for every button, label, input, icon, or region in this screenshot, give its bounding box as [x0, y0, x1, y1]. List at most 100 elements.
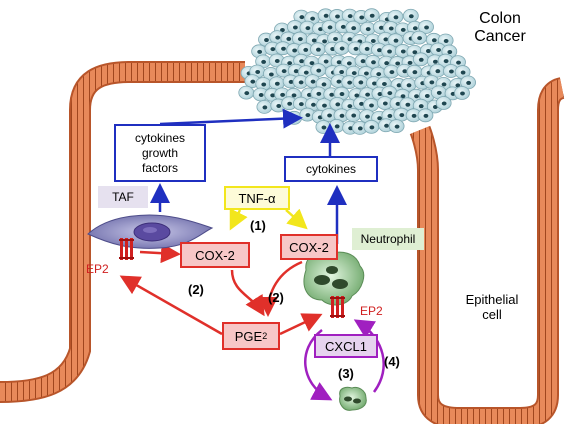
- epithelial-lining: [0, 61, 566, 424]
- tumor-cell-nucleus: [244, 91, 250, 96]
- tumor-cell-nucleus: [382, 82, 387, 87]
- tumor-cell-nucleus: [384, 123, 389, 128]
- tumor-cell-nucleus: [329, 92, 335, 97]
- tumor-cell-nucleus: [316, 68, 322, 73]
- tumor-cell-nucleus: [369, 103, 374, 108]
- tumor-cell-nucleus: [340, 24, 346, 29]
- tumor-cell-nucleus: [336, 60, 342, 65]
- cox2-left-box: COX-2: [180, 242, 250, 268]
- cytokines-growth-line3: factors: [141, 160, 178, 175]
- tumor-cell-nucleus: [327, 113, 332, 118]
- tumor-cell-nucleus: [303, 47, 309, 52]
- tumor-cell-nucleus: [443, 59, 449, 64]
- tumor-cell-nucleus: [364, 46, 370, 51]
- cox2-right-label: COX-2: [289, 239, 329, 255]
- tumor-cell-nucleus: [292, 25, 298, 30]
- arrow-cytokines-to-tumor: [159, 108, 303, 129]
- tumor-cell-nucleus: [436, 90, 442, 95]
- tumor-cell-nucleus: [372, 81, 377, 86]
- tumor-cell-nucleus: [327, 25, 333, 30]
- tumor-cell-nucleus: [347, 14, 353, 19]
- tumor-cell-nucleus: [299, 15, 305, 20]
- tumor-cell-nucleus: [280, 28, 285, 33]
- tumor-cell-nucleus: [402, 69, 408, 74]
- tumor-cell-nucleus: [299, 59, 305, 64]
- tumor-cell-nucleus: [270, 93, 276, 98]
- neutrophil-cell: [303, 251, 365, 306]
- tumor-cell-nucleus: [291, 93, 297, 98]
- tumor-cell-nucleus: [443, 38, 449, 43]
- tumor-cell-nucleus: [323, 59, 329, 64]
- tumor-cell-nucleus: [316, 47, 321, 52]
- tumor-cell-nucleus: [334, 124, 340, 129]
- tumor-cell-nucleus: [377, 116, 383, 121]
- tumor-cell-nucleus: [339, 70, 345, 75]
- tumor-cell-nucleus: [365, 27, 371, 32]
- tumor-cell-nucleus: [360, 59, 366, 64]
- tumor-cell-nucleus: [311, 38, 317, 43]
- ep2-receptor-right: [330, 296, 345, 318]
- tumor-cell-nucleus: [389, 70, 395, 75]
- tumor-cell-nucleus: [425, 49, 431, 54]
- tumor-cell-nucleus: [394, 124, 400, 129]
- tumor-cell-nucleus: [369, 125, 375, 130]
- tumor-cell-nucleus: [348, 126, 354, 131]
- tumor-cell-nucleus: [264, 38, 269, 43]
- cytokines-growth-line2: growth: [141, 145, 179, 160]
- tumor-cell-nucleus: [262, 105, 268, 110]
- tumor-cell-nucleus: [274, 59, 280, 64]
- step-1-label: (1): [250, 218, 266, 233]
- cytokines-right-label: cytokines: [305, 162, 357, 176]
- tumor-cell-nucleus: [412, 70, 418, 75]
- tumor-cell-nucleus: [250, 79, 256, 84]
- tumor-cell-nucleus: [412, 26, 418, 31]
- tumor-cell-nucleus: [261, 82, 267, 87]
- arrow-ep2-to-cox2: [139, 243, 181, 264]
- cytokines-box: cytokines: [284, 156, 378, 182]
- tumor-cell-nucleus: [335, 14, 340, 19]
- tumor-cell-nucleus: [388, 26, 394, 31]
- yellow-arrows: [229, 208, 308, 231]
- tumor-cell-nucleus: [303, 70, 309, 75]
- tnf-alpha-box: TNF-α: [224, 186, 290, 210]
- tumor-cell-nucleus: [365, 92, 371, 97]
- tumor-cell-nucleus: [441, 101, 447, 106]
- colon-cancer-title: Colon Cancer: [468, 10, 532, 46]
- tnf-alpha-label: TNF-α: [238, 190, 276, 206]
- tumor-cell-nucleus: [407, 60, 413, 65]
- tumor-cell-nucleus: [395, 61, 401, 66]
- tumor-cell-nucleus: [305, 113, 311, 118]
- cytokines-growth-factors-box: cytokines growth factors: [114, 124, 206, 182]
- tumor-cell-nucleus: [275, 35, 281, 40]
- arrow-pge2-to-ep2-right: [279, 313, 323, 336]
- tumor-cell-nucleus: [406, 83, 412, 88]
- tumor-cell-nucleus: [353, 46, 359, 51]
- tumor-cell-nucleus: [351, 113, 357, 118]
- tumor-cell-nucleus: [318, 27, 323, 32]
- step-2a-label: (2): [188, 282, 204, 297]
- tumor-cell-nucleus: [351, 71, 357, 76]
- tumor-cell-nucleus: [293, 69, 299, 74]
- tumor-cell-nucleus: [292, 48, 298, 53]
- tumor-cell-nucleus: [339, 46, 345, 51]
- title-line1: Colon: [479, 10, 521, 27]
- tumor-cell-nucleus: [418, 57, 424, 62]
- ep2-right-label: EP2: [360, 304, 383, 318]
- tumor-cell-nucleus: [364, 71, 369, 76]
- title-line2: Cancer: [474, 28, 526, 45]
- tumor-cell-nucleus: [418, 104, 424, 109]
- tumor-cell-nucleus: [276, 103, 282, 108]
- cxcl1-box: CXCL1: [314, 334, 378, 358]
- tumor-cell-nucleus: [466, 80, 472, 85]
- tumor-cell-nucleus: [417, 36, 422, 41]
- tumor-cell-nucleus: [322, 103, 327, 108]
- tumor-cell-nucleus: [377, 48, 382, 53]
- tumor-cell-nucleus: [411, 113, 417, 118]
- tumor-cell-nucleus: [371, 60, 376, 65]
- tumor-cell-nucleus: [359, 15, 365, 20]
- tumor-cell-nucleus: [281, 69, 287, 74]
- tumor-cell-nucleus: [377, 92, 383, 97]
- red-arrows: [119, 243, 346, 336]
- tumor-cell-nucleus: [384, 61, 390, 66]
